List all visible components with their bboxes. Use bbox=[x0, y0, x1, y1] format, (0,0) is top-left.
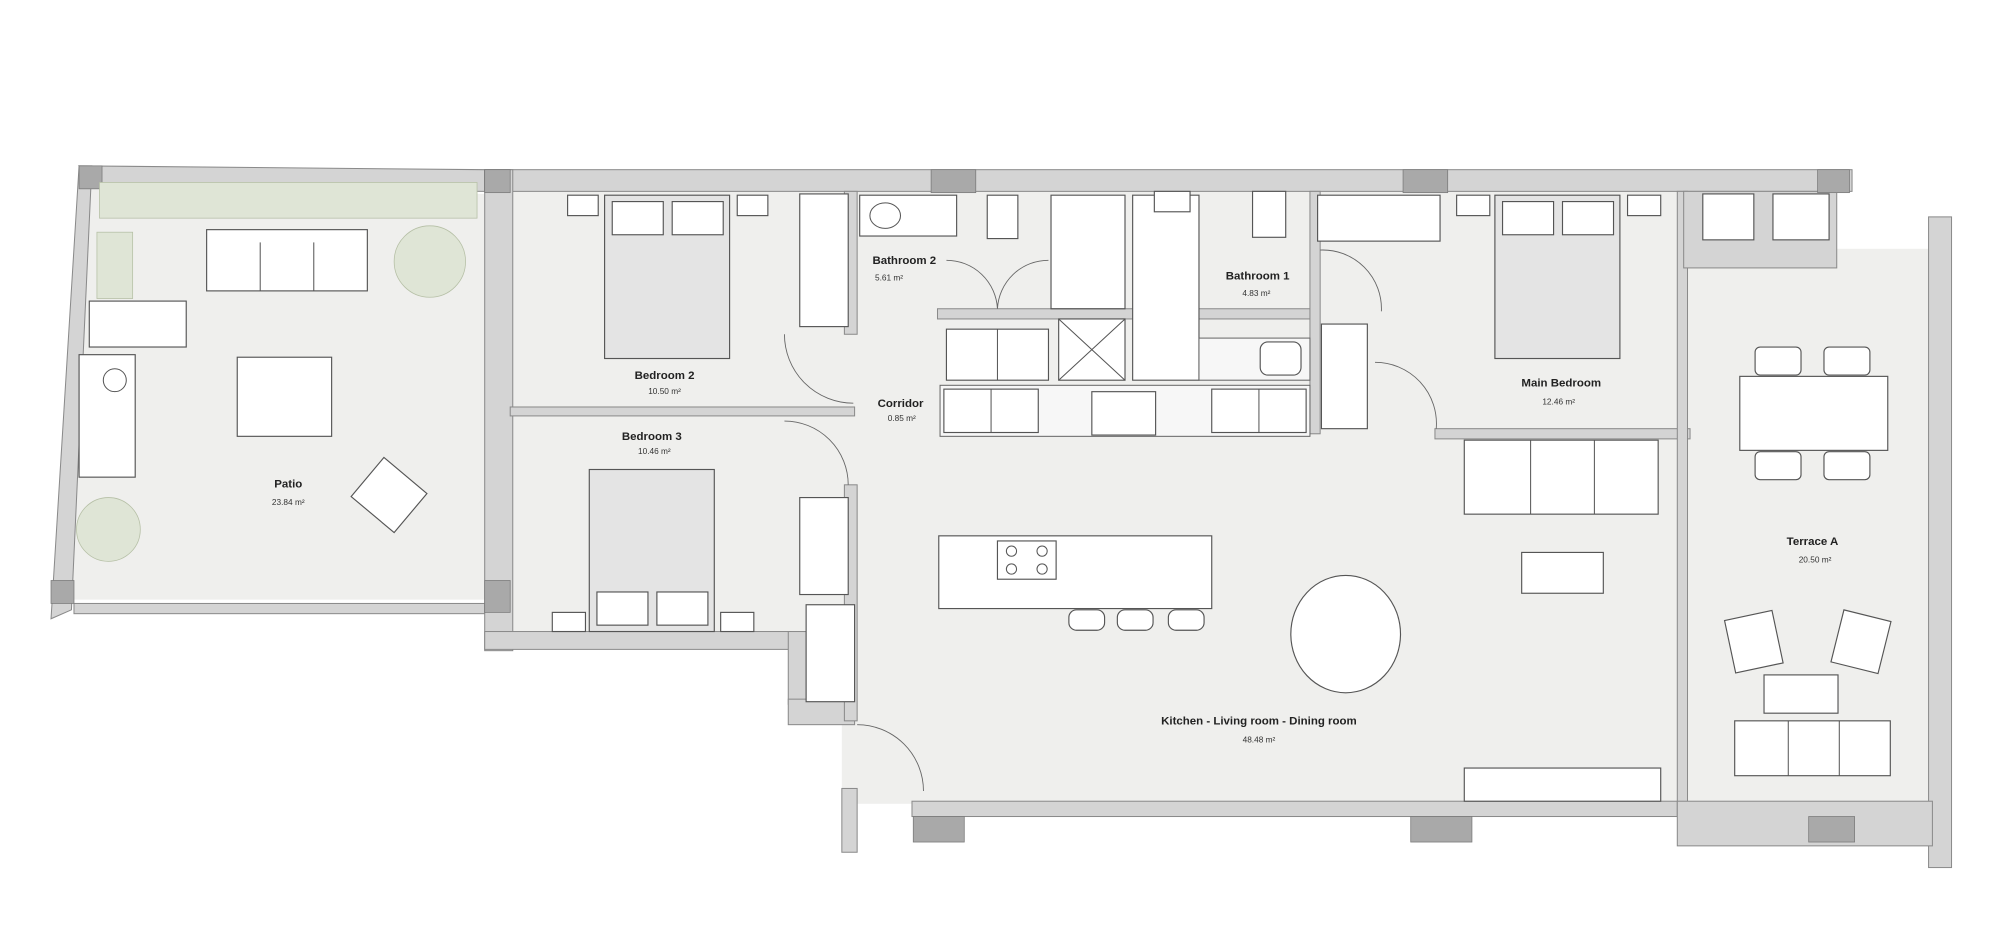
terrace-furniture bbox=[1702, 193, 1892, 777]
terrace-table bbox=[1739, 375, 1889, 451]
terrace-coffee-table bbox=[1763, 674, 1839, 714]
door bbox=[783, 334, 854, 404]
wardrobe bbox=[799, 193, 849, 328]
pillar bbox=[1817, 169, 1850, 194]
room-name-terrace-a: Terrace A bbox=[1787, 536, 1839, 548]
door bbox=[857, 724, 924, 792]
patio-bottom-rail bbox=[73, 602, 486, 615]
core-furniture bbox=[859, 190, 1662, 802]
tv-unit bbox=[1463, 767, 1662, 802]
room-area-bedroom-2: 10.50 m² bbox=[648, 386, 681, 396]
terrace-right-wall bbox=[1928, 216, 1953, 869]
armchair bbox=[1723, 609, 1784, 674]
room-area-bathroom-1: 4.83 m² bbox=[1242, 288, 1270, 298]
room-area-patio: 23.84 m² bbox=[272, 497, 305, 507]
person-icon bbox=[102, 368, 127, 393]
shower bbox=[1132, 194, 1200, 381]
sofa bbox=[206, 229, 368, 292]
wardrobe bbox=[1320, 323, 1368, 430]
room-name-bathroom-1: Bathroom 1 bbox=[1226, 270, 1290, 282]
plant-icon bbox=[76, 497, 141, 562]
wardrobe bbox=[805, 604, 856, 703]
pillar bbox=[1402, 169, 1449, 194]
terrace-divider bbox=[1676, 190, 1689, 818]
pillar bbox=[484, 169, 511, 194]
pillars bbox=[50, 165, 1855, 843]
cooktop bbox=[996, 540, 1057, 580]
coffee-table bbox=[1521, 551, 1604, 594]
room-area-terrace-a: 20.50 m² bbox=[1799, 555, 1832, 565]
armchair bbox=[350, 456, 428, 534]
terrace-sofa bbox=[1734, 720, 1891, 777]
lounger bbox=[78, 354, 136, 478]
bedroom-furniture bbox=[551, 193, 924, 792]
bedroom-divider-wall bbox=[509, 406, 856, 417]
room-area-kitchen-living-dining: 48.48 m² bbox=[1243, 735, 1276, 745]
room-area-main-bedroom: 12.46 m² bbox=[1542, 396, 1575, 406]
bedroom-left-wall bbox=[484, 169, 514, 652]
bath1-right-wall bbox=[1309, 190, 1321, 435]
bench bbox=[88, 300, 187, 348]
pillar bbox=[50, 580, 75, 604]
dining-table bbox=[1290, 574, 1402, 694]
toilet bbox=[986, 194, 1019, 240]
terrace-bottom-wall bbox=[1676, 800, 1933, 847]
pillar bbox=[1410, 816, 1473, 843]
patio-table bbox=[236, 356, 333, 437]
bedroom-bottom-wall bbox=[484, 631, 792, 650]
room-name-patio: Patio bbox=[274, 478, 302, 490]
kitchen-block-wall bbox=[936, 308, 1315, 320]
armchair bbox=[1830, 609, 1892, 675]
mainbed-bottom-wall bbox=[1434, 428, 1691, 440]
patio-furniture bbox=[76, 182, 478, 562]
entry-wall bbox=[787, 631, 807, 705]
pillar bbox=[78, 165, 103, 190]
pillar bbox=[912, 816, 965, 843]
pillar bbox=[484, 580, 511, 613]
shower bbox=[1050, 194, 1126, 310]
plant-icon bbox=[393, 225, 466, 298]
room-name-bedroom-2: Bedroom 2 bbox=[635, 370, 695, 382]
toilet bbox=[1251, 190, 1287, 238]
sink bbox=[859, 194, 958, 237]
room-area-bedroom-3: 10.46 m² bbox=[638, 446, 671, 456]
wardrobe bbox=[1317, 194, 1441, 242]
room-name-main-bedroom: Main Bedroom bbox=[1521, 378, 1601, 390]
pillar bbox=[930, 169, 977, 194]
planter-small bbox=[96, 231, 134, 299]
room-area-corridor: 0.85 m² bbox=[888, 413, 916, 423]
entry-side-wall bbox=[841, 787, 858, 853]
kitchen-island bbox=[938, 535, 1213, 610]
sofa bbox=[1463, 439, 1659, 515]
wardrobe bbox=[799, 496, 849, 596]
room-name-bedroom-3: Bedroom 3 bbox=[622, 431, 682, 443]
room-area-bathroom-2: 5.61 m² bbox=[875, 273, 903, 283]
room-labels: Patio 23.84 m² Bedroom 2 10.50 m² Bedroo… bbox=[272, 255, 1838, 744]
pillar bbox=[1808, 816, 1855, 843]
room-name-bathroom-2: Bathroom 2 bbox=[872, 255, 936, 267]
room-name-corridor: Corridor bbox=[878, 398, 924, 410]
room-name-kitchen-living-dining: Kitchen - Living room - Dining room bbox=[1161, 716, 1357, 728]
planter bbox=[99, 182, 478, 219]
door bbox=[784, 420, 849, 485]
bottom-wall bbox=[911, 800, 1685, 818]
top-wall bbox=[484, 169, 1853, 192]
